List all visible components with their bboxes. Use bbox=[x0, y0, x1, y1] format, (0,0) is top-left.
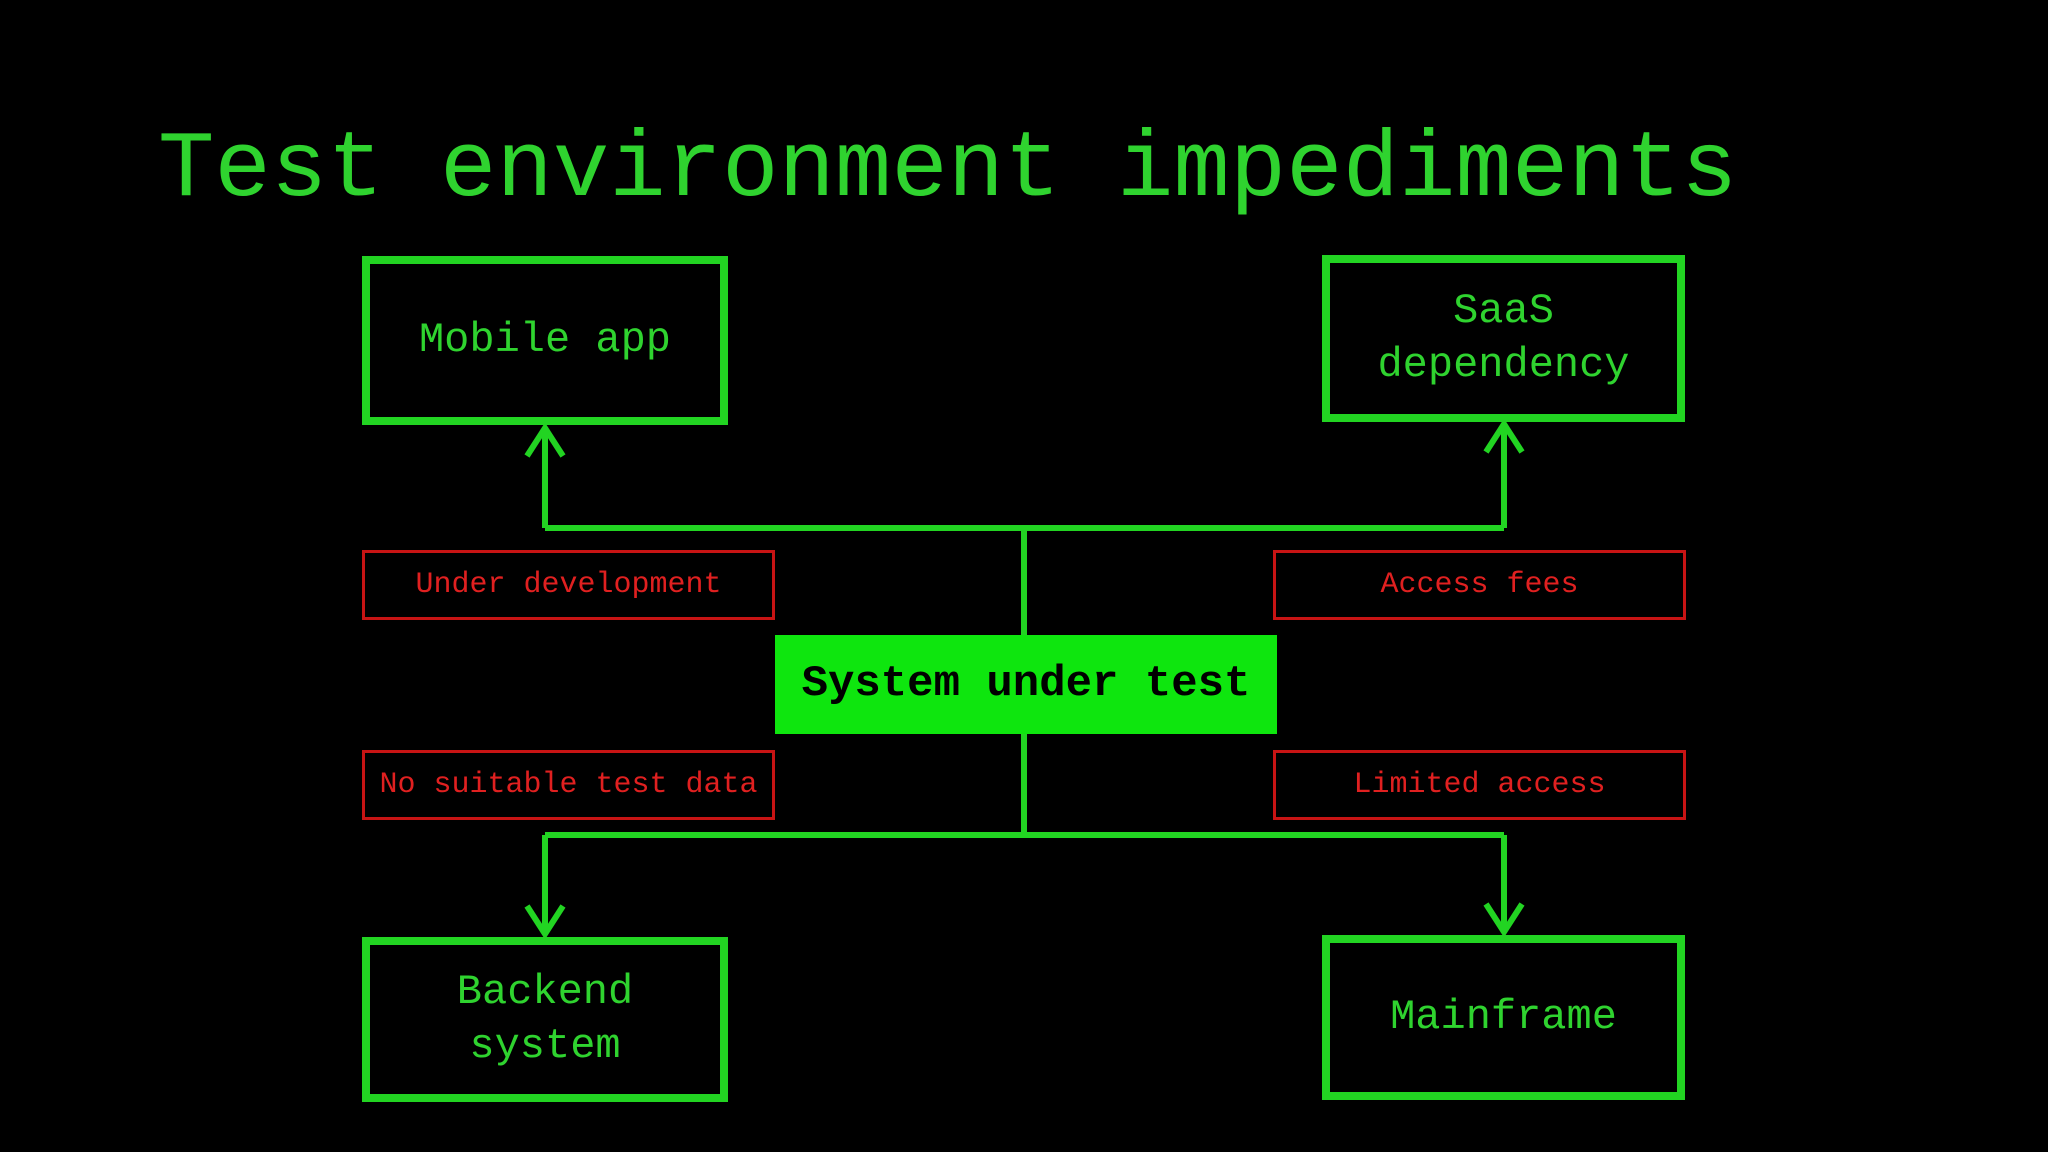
node-backend-system-label-line2: system bbox=[469, 1021, 621, 1070]
impediment-under-development: Under development bbox=[362, 550, 775, 620]
node-mobile-app-label: Mobile app bbox=[418, 315, 672, 364]
node-system-under-test: System under test bbox=[775, 635, 1277, 734]
node-backend-system-label-line1: Backend bbox=[456, 967, 634, 1016]
arrowhead-backend bbox=[524, 904, 566, 940]
impediment-access-fees-label: Access fees bbox=[1380, 568, 1579, 602]
node-mobile-app: Mobile app bbox=[362, 256, 728, 425]
node-saas-dependency-label-line2: dependency bbox=[1377, 340, 1630, 389]
impediment-under-development-label: Under development bbox=[415, 568, 722, 602]
node-backend-system: Backend system bbox=[362, 937, 728, 1102]
node-saas-dependency: SaaS dependency bbox=[1322, 255, 1685, 422]
node-mainframe: Mainframe bbox=[1322, 935, 1685, 1100]
page-title: Test environment impediments bbox=[158, 118, 1738, 224]
impediment-no-suitable-test-data: No suitable test data bbox=[362, 750, 775, 820]
arrowhead-mobile-app bbox=[524, 422, 566, 458]
node-system-under-test-label: System under test bbox=[801, 659, 1251, 710]
impediment-access-fees: Access fees bbox=[1273, 550, 1686, 620]
node-saas-dependency-label-line1: SaaS bbox=[1453, 286, 1554, 335]
node-mainframe-label: Mainframe bbox=[1390, 992, 1617, 1041]
arrowhead-saas bbox=[1483, 418, 1525, 454]
impediment-limited-access-label: Limited access bbox=[1353, 768, 1606, 802]
arrowhead-mainframe bbox=[1483, 902, 1525, 938]
impediment-no-suitable-test-data-label: No suitable test data bbox=[379, 768, 758, 802]
impediment-limited-access: Limited access bbox=[1273, 750, 1686, 820]
